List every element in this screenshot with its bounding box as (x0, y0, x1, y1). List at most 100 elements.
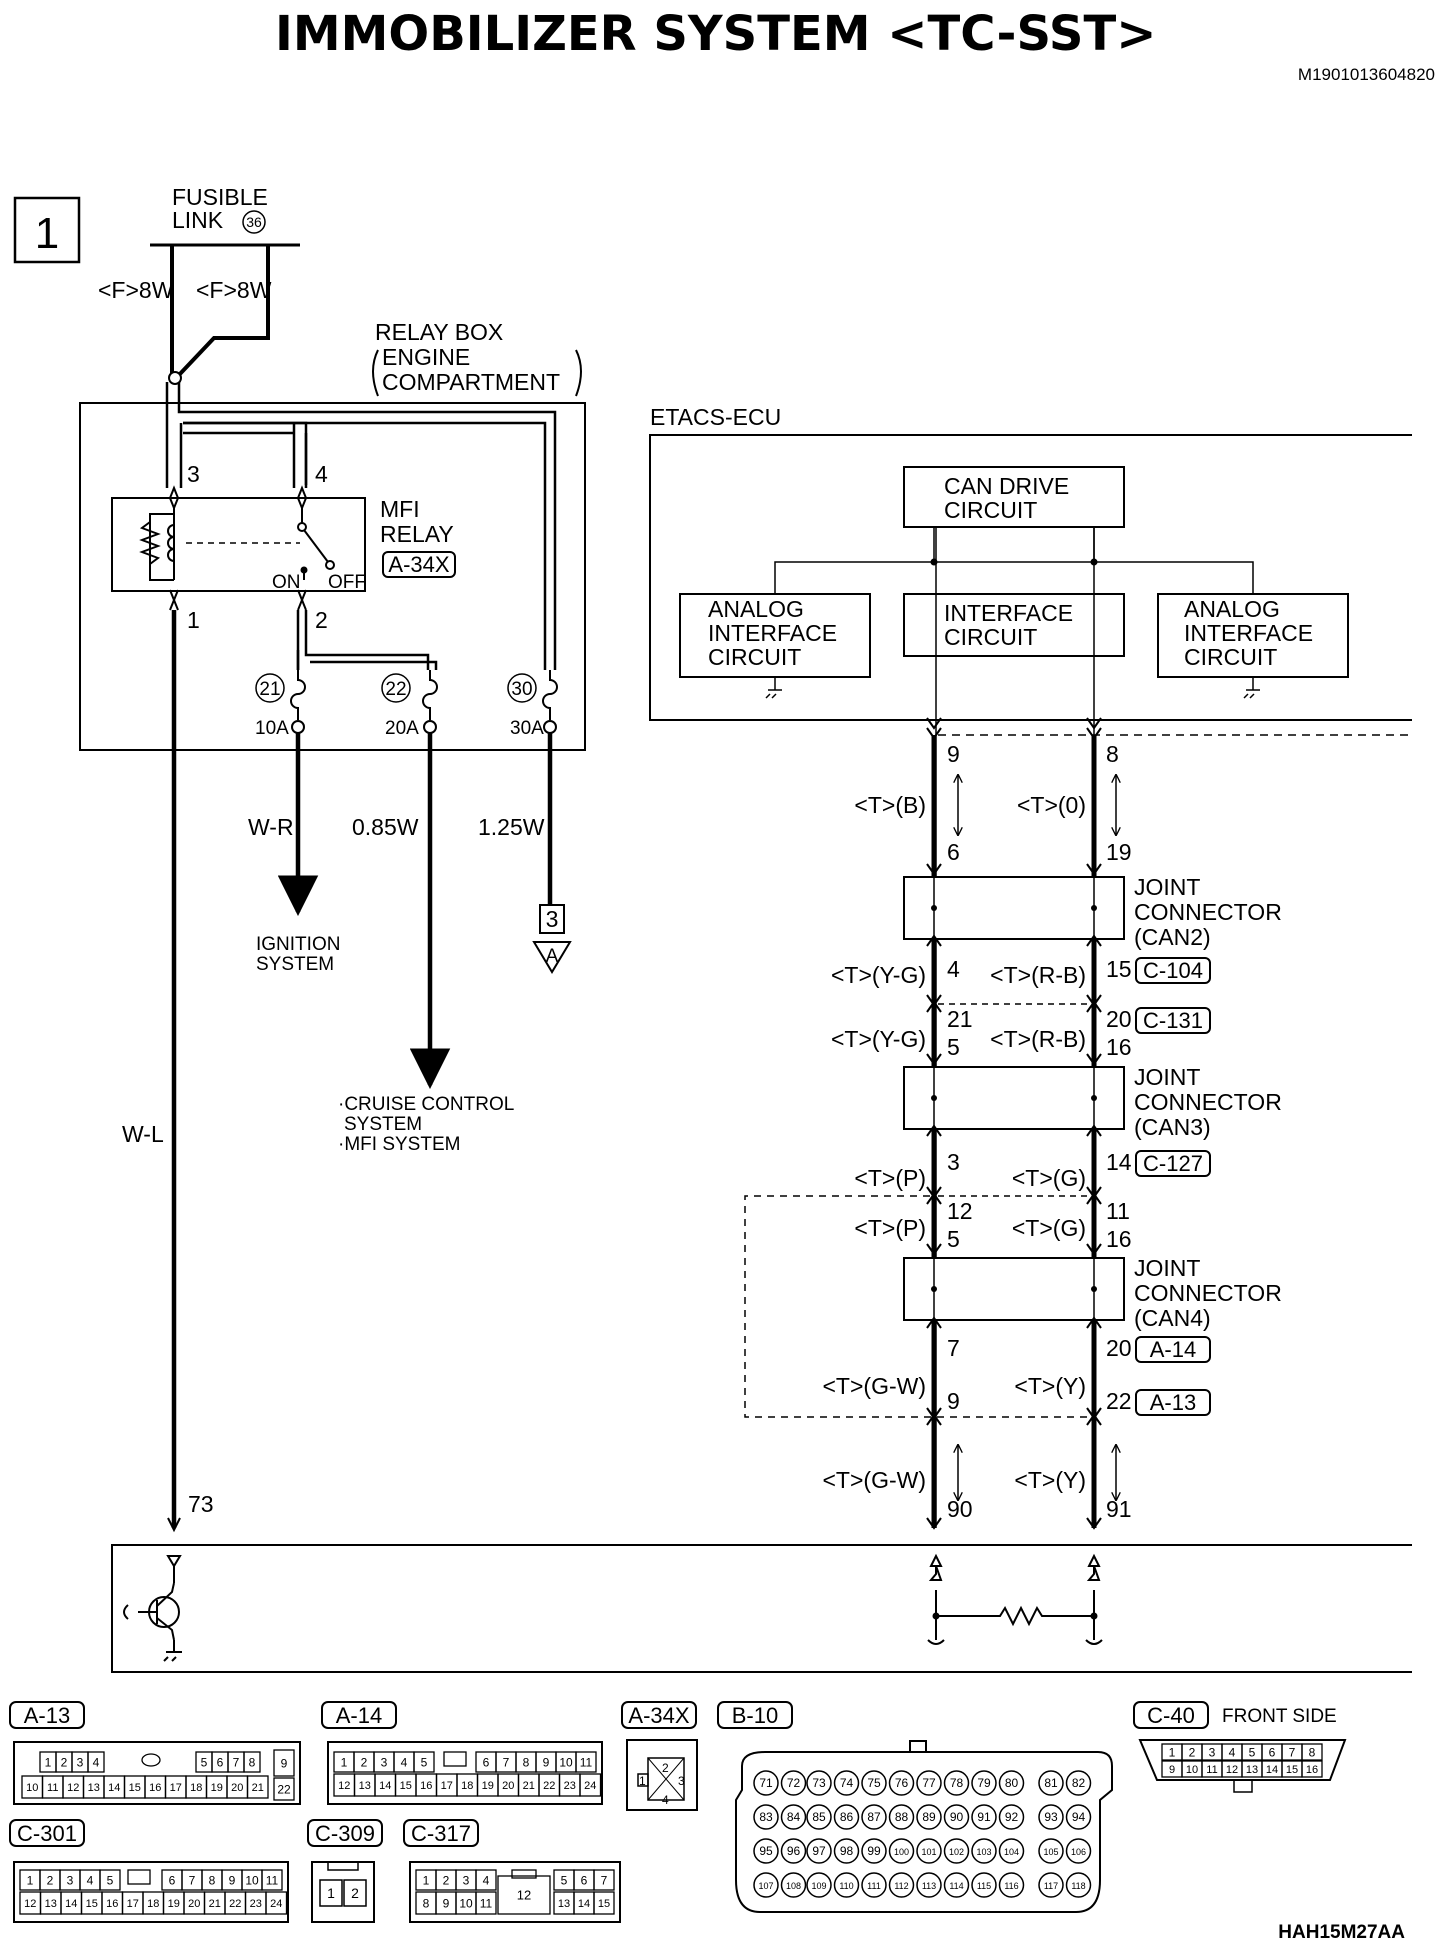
a14-pin-3: 3 (381, 1755, 388, 1769)
b10-title: B-10 (732, 1703, 778, 1728)
c301-pin-19: 19 (168, 1898, 180, 1910)
b10-pin-89: 89 (922, 1810, 936, 1824)
document-code: M1901013604820 (1298, 65, 1435, 84)
b10-pin-98: 98 (840, 1844, 854, 1858)
c317-pin-15: 15 (598, 1898, 610, 1910)
b10-pin-92: 92 (1005, 1810, 1019, 1824)
b10-pin-117: 117 (1044, 1881, 1058, 1891)
c317-pin-13: 13 (558, 1898, 570, 1910)
a13-pin-10: 10 (26, 1782, 38, 1794)
c317-pin-4: 4 (483, 1873, 490, 1887)
c40-pin-16: 16 (1306, 1764, 1318, 1776)
a14-pin-9: 9 (543, 1755, 550, 1769)
ignition-system-label-2: SYSTEM (256, 954, 334, 975)
b10-pin-91: 91 (977, 1810, 991, 1824)
ref-c131: C-131 (1143, 1008, 1203, 1033)
b10-pin-88: 88 (895, 1810, 909, 1824)
a13-pin-1: 1 (45, 1755, 52, 1769)
c40-pin-4: 4 (1229, 1745, 1236, 1759)
b10-pin-106: 106 (1071, 1847, 1086, 1857)
b10-pin-83: 83 (759, 1810, 773, 1824)
right-pin-14: 14 (1106, 1149, 1132, 1175)
b10-pin-75: 75 (867, 1776, 881, 1790)
a13-pin-3: 3 (77, 1755, 84, 1769)
relay-box-sub-2: COMPARTMENT (382, 369, 560, 395)
mfi-system-label: ·MFI SYSTEM (338, 1134, 460, 1155)
wire-right-5: <T>(G) (1012, 1215, 1086, 1241)
a14-pin-8: 8 (523, 1755, 530, 1769)
mfi-relay: ON OFF MFI RELAY A-34X 3 4 1 2 (111, 461, 456, 633)
fuse-21-amp: 10A (255, 718, 289, 739)
wire-left-5: <T>(P) (854, 1215, 926, 1241)
fuse-22: 22 20A (381, 670, 438, 739)
b10-pin-105: 105 (1043, 1847, 1058, 1857)
relay-pin-4: 4 (315, 461, 328, 487)
fusible-link-number-circle (242, 210, 266, 234)
relay-box: RELAY BOX ENGINE COMPARTMENT (79, 319, 586, 751)
right-pin-91: 91 (1106, 1496, 1132, 1522)
b10-pin-111: 111 (867, 1881, 881, 1891)
b10-pin-97: 97 (812, 1844, 826, 1858)
analog-left-label: ANALOG (708, 596, 804, 622)
cruise-control-label: ·CRUISE CONTROL (338, 1094, 514, 1115)
a14-pin-2: 2 (361, 1755, 368, 1769)
c40-pin-9: 9 (1169, 1764, 1175, 1776)
a13-title: A-13 (24, 1703, 70, 1728)
ref-marker-letter: A (546, 946, 559, 967)
wire-left-4: <T>(P) (854, 1165, 926, 1191)
b10-pin-118: 118 (1071, 1881, 1085, 1891)
a13-pin-21: 21 (252, 1782, 264, 1794)
wire-left-6: <T>(G-W) (823, 1373, 927, 1399)
ref-c127: C-127 (1143, 1151, 1203, 1176)
connector-ref-c127: C-127 (1135, 1150, 1211, 1177)
left-pin-7: 7 (947, 1335, 960, 1361)
joint-can4-label-3: (CAN4) (1134, 1305, 1211, 1331)
right-pin-22: 22 (1106, 1388, 1132, 1414)
connector-ref-a14: A-14 (1135, 1336, 1211, 1363)
fuse-21: 21 10A (255, 670, 306, 739)
connector-ref-a13: A-13 (1135, 1389, 1211, 1416)
joint-can2-label-3: (CAN2) (1134, 924, 1211, 950)
c40-title: C-40 (1147, 1703, 1195, 1728)
b10-pin-113: 113 (922, 1881, 936, 1891)
c301-pin-23: 23 (250, 1898, 262, 1910)
a14-pin-12: 12 (338, 1780, 350, 1792)
b10-pin-77: 77 (922, 1776, 936, 1790)
b10-pin-108: 108 (786, 1881, 801, 1891)
c40-pin-10: 10 (1186, 1764, 1198, 1776)
wire-right-6: <T>(Y) (1014, 1373, 1086, 1399)
c309-pin-1: 1 (327, 1885, 335, 1901)
c301-pin-15: 15 (86, 1898, 98, 1910)
c301-pin-5: 5 (107, 1873, 114, 1887)
c40-pin-12: 12 (1226, 1764, 1238, 1776)
a13-pin-6: 6 (217, 1755, 224, 1769)
c40-pin-2: 2 (1189, 1745, 1196, 1759)
b10-pin-84: 84 (787, 1810, 801, 1824)
b10-pin-82: 82 (1072, 1776, 1086, 1790)
immobilizer-ecu-box (111, 1544, 1412, 1673)
right-pin-19: 19 (1106, 839, 1132, 865)
c40-pin-1: 1 (1169, 1745, 1176, 1759)
wire-left-2: <T>(Y-G) (831, 962, 926, 988)
fuse-30-number: 30 (511, 679, 532, 700)
wire-left-7: <T>(G-W) (823, 1467, 927, 1493)
b10-pin-78: 78 (950, 1776, 964, 1790)
analog-left-label-3: CIRCUIT (708, 644, 801, 670)
joint-connector-can3: JOINT CONNECTOR (CAN3) (903, 1064, 1282, 1140)
a13-pin-8: 8 (249, 1755, 256, 1769)
c317-pin-2: 2 (443, 1873, 450, 1887)
a13-pin-20: 20 (231, 1782, 243, 1794)
etacs-ecu-label: ETACS-ECU (650, 404, 781, 430)
right-pin-16b: 16 (1106, 1226, 1132, 1252)
right-pin-11: 11 (1106, 1198, 1130, 1224)
c301-pin-16: 16 (106, 1898, 118, 1910)
wire-right-4: <T>(G) (1012, 1165, 1086, 1191)
c40-pin-13: 13 (1246, 1764, 1258, 1776)
a14-pin-15: 15 (400, 1780, 412, 1792)
wire-left-3: <T>(Y-G) (831, 1026, 926, 1052)
c317-pin-14: 14 (578, 1898, 590, 1910)
